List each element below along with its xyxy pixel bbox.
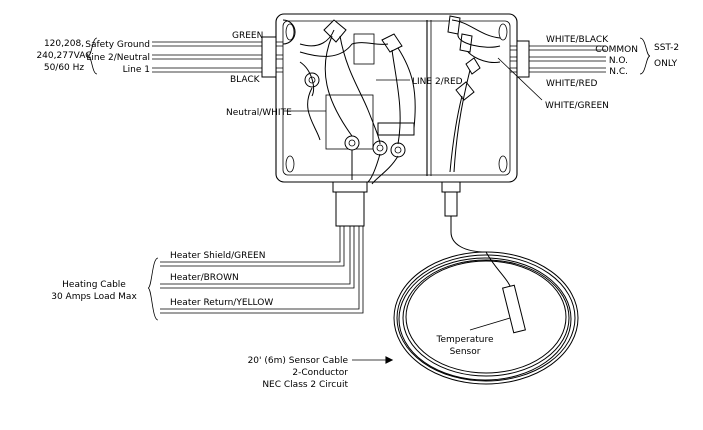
sensor-gland — [441, 181, 461, 217]
black-wire-label: BLACK — [230, 75, 261, 85]
white-green-label: WHITE/GREEN — [545, 101, 609, 111]
heater-brown-label: Heater/BROWN — [170, 273, 239, 283]
only-label: ONLY — [654, 59, 678, 69]
wire-nuts — [323, 15, 481, 101]
heater-shield-label: Heater Shield/GREEN — [170, 251, 265, 261]
line2-red-label: LINE 2/RED — [412, 77, 463, 87]
sensor-cable-label-3: NEC Class 2 Circuit — [262, 380, 348, 390]
temperature-probe — [502, 284, 526, 334]
voltage-line-1: 120,208, — [44, 39, 84, 49]
green-wire-label: GREEN — [232, 31, 263, 41]
relay-cable — [510, 37, 651, 78]
common-label: COMMON — [595, 45, 638, 55]
safety-ground-label: Safety Ground — [85, 40, 150, 50]
enclosure — [275, 13, 518, 185]
heater-cable — [147, 181, 368, 321]
sensor-cable-label-2: 2-Conductor — [292, 368, 348, 378]
voltage-line-3: 50/60 Hz — [44, 63, 85, 73]
heater-return-label: Heater Return/YELLOW — [170, 298, 273, 308]
terminals — [304, 72, 406, 158]
line1-label: Line 1 — [123, 65, 150, 75]
sensor-label: Sensor — [450, 347, 481, 357]
voltage-line-2: 240,277VAC — [36, 51, 91, 61]
sensor-cable-coil — [393, 216, 579, 385]
no-label: N.O. — [609, 56, 628, 66]
white-black-label: WHITE/BLACK — [546, 35, 609, 45]
temperature-label: Temperature — [435, 335, 493, 345]
line2-neutral-label: Line 2/Neutral — [86, 53, 150, 63]
load-max-label: 30 Amps Load Max — [51, 292, 137, 302]
mounting-ears — [282, 19, 508, 173]
supply-cable — [87, 36, 283, 78]
white-red-label: WHITE/RED — [546, 79, 597, 89]
neutral-white-label: Neutral/WHITE — [226, 108, 292, 118]
nc-label: N.C. — [609, 67, 628, 77]
internal-wires — [299, 19, 501, 185]
model-label: SST-2 — [654, 43, 679, 53]
sensor-cable-label-1: 20' (6m) Sensor Cable — [248, 356, 349, 366]
heating-cable-label: Heating Cable — [62, 280, 126, 290]
